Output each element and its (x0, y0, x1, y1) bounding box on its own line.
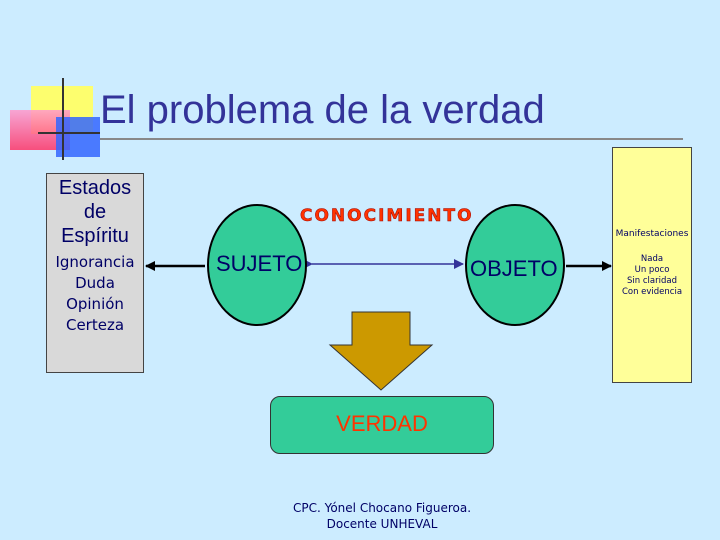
footer-line: CPC. Yónel Chocano Figueroa. (270, 500, 494, 516)
estados-list: Ignorancia Duda Opinión Certeza (47, 252, 143, 336)
objeto-label: OBJETO (470, 256, 558, 282)
manifestaciones-heading: Manifestaciones (613, 229, 691, 239)
estados-heading: Estados de Espíritu (47, 176, 143, 248)
manifestaciones-item: Nada (613, 254, 691, 265)
footer-line: Docente UNHEVAL (270, 516, 494, 532)
estados-heading-line: Estados (47, 176, 143, 200)
manifestaciones-item: Con evidencia (613, 287, 691, 298)
estados-item: Certeza (47, 315, 143, 336)
estados-heading-line: de (47, 200, 143, 224)
estados-item: Ignorancia (47, 252, 143, 273)
estados-box: Estados de Espíritu Ignorancia Duda Opin… (46, 173, 144, 373)
conocimiento-wordart: CONOCIMIENTO (300, 206, 474, 226)
manifestaciones-box: Manifestaciones Nada Un poco Sin clarida… (612, 147, 692, 383)
sujeto-label: SUJETO (216, 251, 302, 277)
manifestaciones-item: Un poco (613, 265, 691, 276)
verdad-label: VERDAD (271, 411, 493, 437)
estados-item: Duda (47, 273, 143, 294)
manifestaciones-list: Nada Un poco Sin claridad Con evidencia (613, 254, 691, 298)
manifestaciones-item: Sin claridad (613, 276, 691, 287)
conocimiento-text: CONOCIMIENTO (300, 206, 474, 226)
verdad-box: VERDAD (270, 396, 494, 454)
estados-item: Opinión (47, 294, 143, 315)
estados-heading-line: Espíritu (47, 224, 143, 248)
footer-credit: CPC. Yónel Chocano Figueroa. Docente UNH… (270, 500, 494, 532)
down-arrow (330, 312, 432, 390)
